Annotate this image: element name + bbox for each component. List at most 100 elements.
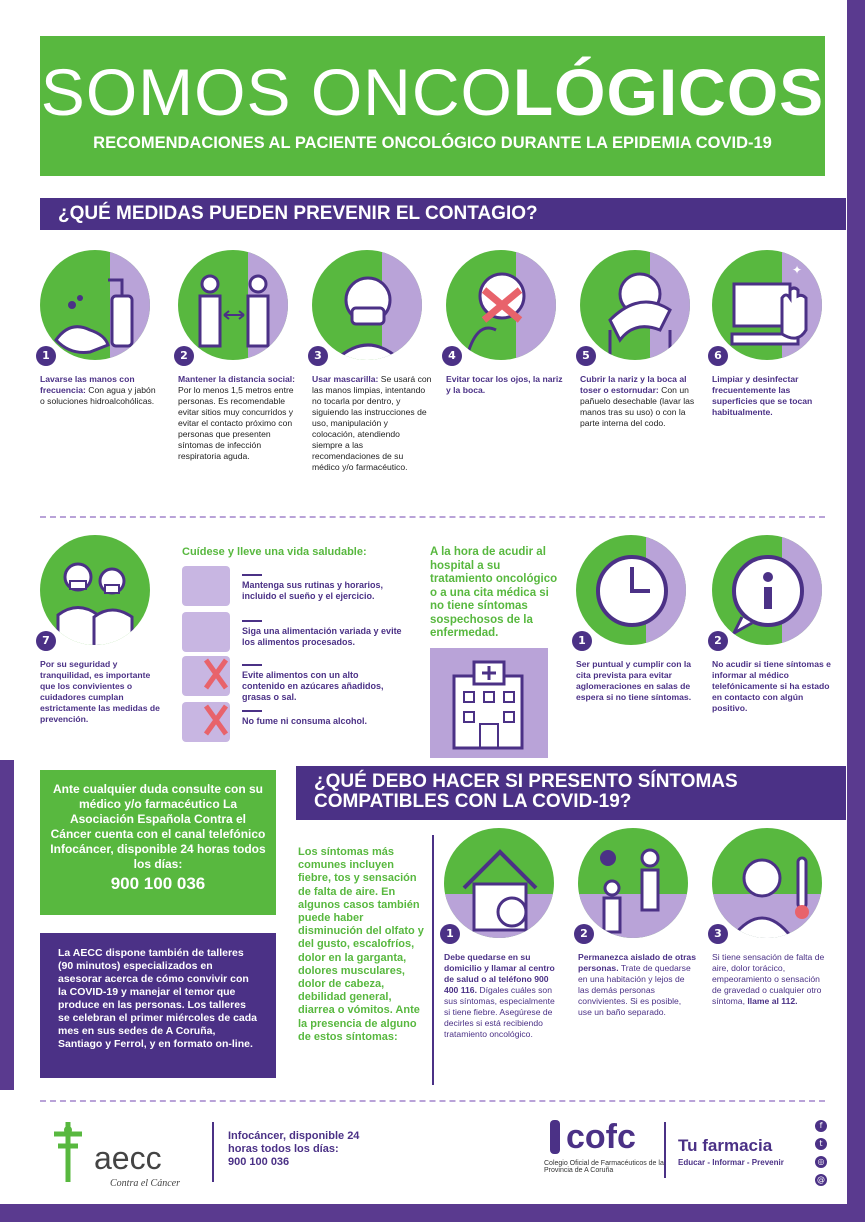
step-number: 2 [708,631,728,651]
step-number: 7 [36,631,56,651]
measure-text: Evitar tocar los ojos, la nariz y la boc… [446,374,566,396]
stay-home-icon [444,828,554,938]
step-number: 5 [576,346,596,366]
step-number: 1 [36,346,56,366]
step-number: 1 [440,924,460,944]
disinfect-surface-icon: ✦ [712,250,822,360]
step-number: 3 [308,346,328,366]
healthy-item-text: Evite alimentos con un alto contenido en… [242,670,384,702]
measure-bold-text: Cubrir la nariz y la boca al toser o est… [580,374,687,395]
no-touch-face-icon [446,250,556,360]
step-number: 2 [574,924,594,944]
hospital-item-text: No acudir si tiene síntomas e informar a… [712,659,831,713]
instagram-icon[interactable]: ◎ [815,1156,827,1168]
page-subtitle: RECOMENDACIONES AL PACIENTE ONCOLÓGICO D… [93,134,772,152]
web-icon[interactable]: @ [815,1174,827,1186]
symptoms-text: Los síntomas más comunes incluyen fiebre… [298,846,424,1043]
measure-text: Usar mascarilla: Se usará con las manos … [312,374,432,472]
decor-right-bar [847,0,865,1222]
svg-text:✦: ✦ [792,263,802,277]
measure-bold-text: Lavarse las manos con frecuencia: [40,374,135,395]
bullet-line [242,664,262,666]
divider [40,516,825,518]
clock-icon [576,535,686,645]
step-bold-text: Debe quedarse en su domicilio y llamar a… [444,952,555,995]
infocancer-text: Infocáncer, disponible 24 horas todos lo… [228,1130,368,1169]
twitter-icon[interactable]: t [815,1138,827,1150]
cofc-logo: cofc [566,1118,636,1156]
step-number: 1 [572,631,592,651]
social-distance-icon [178,250,288,360]
measure-7: 7 Por su seguridad y tranquilidad, es im… [36,535,162,725]
footer-divider-1 [212,1122,214,1182]
healthy-item-text: No fume ni consuma alcohol. [242,716,368,726]
footer-divider [40,1100,825,1102]
step-number: 6 [708,346,728,366]
section-title-prevention: ¿QUÉ MEDIDAS PUEDEN PREVENIR EL CONTAGIO… [40,198,846,230]
hospital-intro: A la hora de acudir al hospital a su tra… [430,546,558,639]
symptom-step-3: 3 Si tiene sensación de falta de aire, do… [708,828,830,1007]
bullet-line [242,574,262,576]
aecc-tagline: Contra el Cáncer [110,1178,180,1189]
measure-text: Lavarse las manos con frecuencia: Con ag… [40,374,156,406]
measure-text: Cubrir la nariz y la boca al toser o est… [580,374,695,428]
step-number: 3 [708,924,728,944]
contact-box: Ante cualquier duda consulte con su médi… [40,770,276,915]
info-bubble-icon [712,535,822,645]
contact-phone: 900 100 036 [110,874,206,893]
healthy-item-text: Siga una alimentación variada y evite lo… [242,626,402,647]
aecc-cross-icon [48,1122,88,1182]
step-number: 2 [174,346,194,366]
measure-bold-text: Evitar tocar los ojos, la nariz y la boc… [446,374,563,395]
bullet-line [242,710,262,712]
step-bold-text: Permanezca aislado de otras personas. [578,952,696,973]
measure-bold-text: Usar mascarilla: [312,374,379,384]
aecc-logo: aecc [94,1140,162,1176]
hospital-icon [430,648,548,758]
decor-bottom-bar [0,1204,865,1222]
infocancer-phone: 900 100 036 [228,1156,290,1168]
measure-text: Limpiar y desinfectar frecuentemente las… [712,374,832,418]
step-text: Permanezca aislado de otras personas. Tr… [578,952,696,1017]
step-text: Debe quedarse en su domicilio y llamar a… [444,952,555,1039]
page-title: SOMOS ONCOLÓGICOS [40,55,825,129]
fever-icon [712,828,822,938]
step-bold-end: llame al 112. [747,996,798,1006]
healthy-food-icon [182,612,230,652]
hand-washing-icon [40,250,150,360]
no-smoking-icon [182,702,230,742]
measure-text: Mantener la distancia social: Por lo men… [178,374,296,461]
no-junk-food-icon [182,656,230,696]
header-banner: SOMOS ONCOLÓGICOS RECOMENDACIONES AL PAC… [40,36,825,176]
hospital-item-text: Ser puntual y cumplir con la cita previs… [576,659,692,702]
elderly-couple-icon [40,535,150,645]
healthy-title: Cuídese y lleve una vida saludable: [182,546,367,558]
cough-elbow-icon [580,250,690,360]
workshop-text: La AECC dispone también de talleres (90 … [58,947,258,1050]
measure-bold-text: Limpiar y desinfectar frecuentemente las… [712,374,813,417]
mask-icon [312,250,422,360]
infocancer-label: Infocáncer, disponible 24 horas todos lo… [228,1130,360,1155]
hospital-item-2: 2 No acudir si tiene síntomas e informar … [708,535,832,714]
exercise-icon [182,566,230,606]
farmacia-title: Tu farmacia [678,1136,773,1155]
measure-7-text: Por su seguridad y tranquilidad, es impo… [40,659,160,724]
decor-left-bar [0,760,14,1090]
contact-text: Ante cualquier duda consulte con su médi… [50,782,266,871]
footer-divider-2 [664,1122,666,1178]
step-text: Si tiene sensación de falta de aire, dol… [712,952,825,1006]
workshop-box: La AECC dispone también de talleres (90 … [40,933,276,1078]
step-number: 4 [442,346,462,366]
isolation-icon [578,828,688,938]
section-title-symptoms: ¿QUÉ DEBO HACER SI PRESENTO SÍNTOMAS COM… [296,766,846,820]
facebook-icon[interactable]: f [815,1120,827,1132]
cofc-microscope-icon [546,1120,564,1154]
divider-vertical [432,835,434,1085]
bullet-line [242,620,262,622]
